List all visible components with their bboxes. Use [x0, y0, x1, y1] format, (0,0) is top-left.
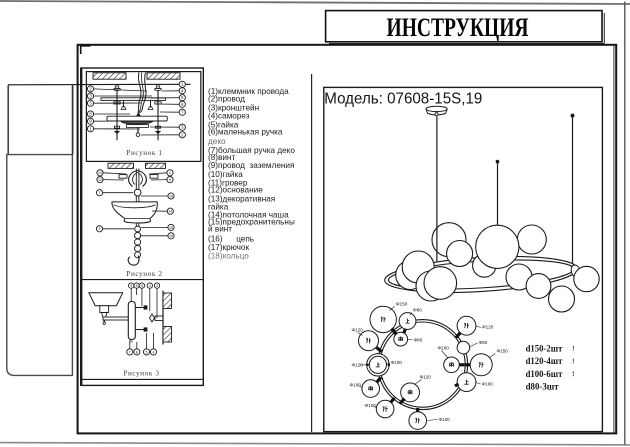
svg-text:3: 3 — [89, 94, 92, 99]
svg-text:9: 9 — [130, 284, 132, 288]
svg-text:Рисунок 1: Рисунок 1 — [126, 149, 162, 157]
svg-text:2: 2 — [181, 132, 184, 137]
svg-text:(5)гайка: (5)гайка — [208, 120, 239, 129]
svg-text:4: 4 — [149, 284, 151, 288]
svg-text:5: 5 — [141, 284, 143, 288]
svg-text:5: 5 — [146, 350, 148, 354]
svg-text:(13)декоративная: (13)декоративная — [208, 194, 275, 203]
svg-text:ИНСТРУКЦИЯ: ИНСТРУКЦИЯ — [387, 12, 529, 42]
svg-text:Φ150: Φ150 — [396, 302, 408, 307]
svg-text:(4)саморез: (4)саморез — [208, 112, 250, 121]
svg-text:14: 14 — [168, 210, 172, 214]
svg-text:(11)гровер: (11)гровер — [208, 178, 248, 187]
svg-text:Φ100: Φ100 — [482, 382, 494, 387]
svg-text:3: 3 — [99, 227, 101, 231]
svg-text:10: 10 — [98, 171, 102, 175]
svg-text:1: 1 — [181, 82, 184, 87]
svg-text:2: 2 — [89, 86, 92, 91]
svg-text:Φ100: Φ100 — [391, 360, 403, 365]
svg-text:Φ100: Φ100 — [365, 403, 377, 408]
svg-text:(9)провод заземления: (9)провод заземления — [208, 161, 294, 170]
svg-text:7: 7 — [181, 110, 184, 115]
svg-text:(15)предохранительны: (15)предохранительны — [208, 217, 295, 226]
svg-text:Φ100: Φ100 — [350, 383, 362, 388]
svg-text:16: 16 — [169, 194, 173, 198]
svg-text:15: 15 — [169, 226, 173, 230]
svg-text:12: 12 — [98, 178, 102, 182]
svg-text:Φ100: Φ100 — [439, 417, 451, 422]
svg-text:гайка: гайка — [208, 203, 229, 212]
svg-text:Φ120: Φ120 — [352, 363, 364, 368]
svg-text:(12)основание: (12)основание — [208, 186, 263, 195]
svg-text:Φ120: Φ120 — [352, 328, 364, 333]
svg-text:й винт: й винт — [208, 225, 232, 234]
svg-text:8: 8 — [89, 112, 92, 117]
svg-text:Φ80: Φ80 — [479, 340, 488, 345]
svg-text:d120-4шт: d120-4шт — [526, 356, 563, 366]
svg-text:(18)кольцо: (18)кольцо — [208, 252, 249, 261]
svg-text:(3)кронштейн: (3)кронштейн — [208, 103, 259, 112]
svg-text:5: 5 — [181, 95, 184, 100]
svg-text:(6)маленькая ручка: (6)маленькая ручка — [208, 128, 283, 137]
svg-text:d80-3шт: d80-3шт — [526, 382, 559, 392]
svg-text:Φ100: Φ100 — [438, 346, 450, 351]
svg-text:d150-2шт: d150-2шт — [526, 343, 563, 353]
svg-text:Рисунок 3: Рисунок 3 — [123, 370, 159, 378]
svg-text:(17)крючок: (17)крючок — [208, 243, 249, 252]
svg-text:Φ80: Φ80 — [414, 338, 423, 343]
svg-text:Φ120: Φ120 — [482, 325, 494, 330]
svg-text:деко: деко — [208, 137, 226, 146]
svg-text:4: 4 — [181, 88, 184, 93]
svg-text:1: 1 — [89, 126, 92, 131]
svg-text:8: 8 — [136, 350, 138, 354]
svg-text:1: 1 — [169, 171, 171, 175]
svg-text:Φ150: Φ150 — [497, 349, 509, 354]
svg-text:(16) цепь: (16) цепь — [208, 234, 254, 243]
svg-text:(10)гайка: (10)гайка — [208, 170, 243, 179]
svg-text:3: 3 — [156, 284, 158, 288]
svg-text:9: 9 — [169, 178, 171, 182]
svg-text:Рисунок 2: Рисунок 2 — [126, 270, 162, 278]
svg-text:7: 7 — [129, 350, 131, 354]
svg-text:16: 16 — [169, 234, 173, 238]
svg-text:7: 7 — [99, 191, 101, 195]
svg-text:5: 5 — [89, 101, 92, 106]
svg-text:(1)клеммник провода: (1)клеммник провода — [208, 87, 289, 96]
svg-text:Модель: 07608-15S,19: Модель: 07608-15S,19 — [324, 90, 482, 107]
svg-text:6: 6 — [181, 102, 184, 107]
svg-text:Φ120: Φ120 — [420, 375, 432, 380]
svg-text:3: 3 — [181, 125, 184, 130]
svg-text:Φ80: Φ80 — [413, 308, 422, 313]
svg-text:4: 4 — [153, 350, 155, 354]
svg-text:(8)винт: (8)винт — [208, 153, 235, 162]
svg-text:9: 9 — [89, 119, 92, 124]
svg-text:8: 8 — [136, 284, 138, 288]
svg-text:(2)провод: (2)провод — [208, 94, 245, 103]
svg-text:(14)потолочная чаша: (14)потолочная чаша — [208, 211, 289, 220]
svg-text:d100-6шт: d100-6шт — [526, 369, 563, 379]
svg-text:Б: Б — [130, 340, 133, 345]
svg-text:(7)большая ручка деко: (7)большая ручка деко — [208, 146, 295, 155]
